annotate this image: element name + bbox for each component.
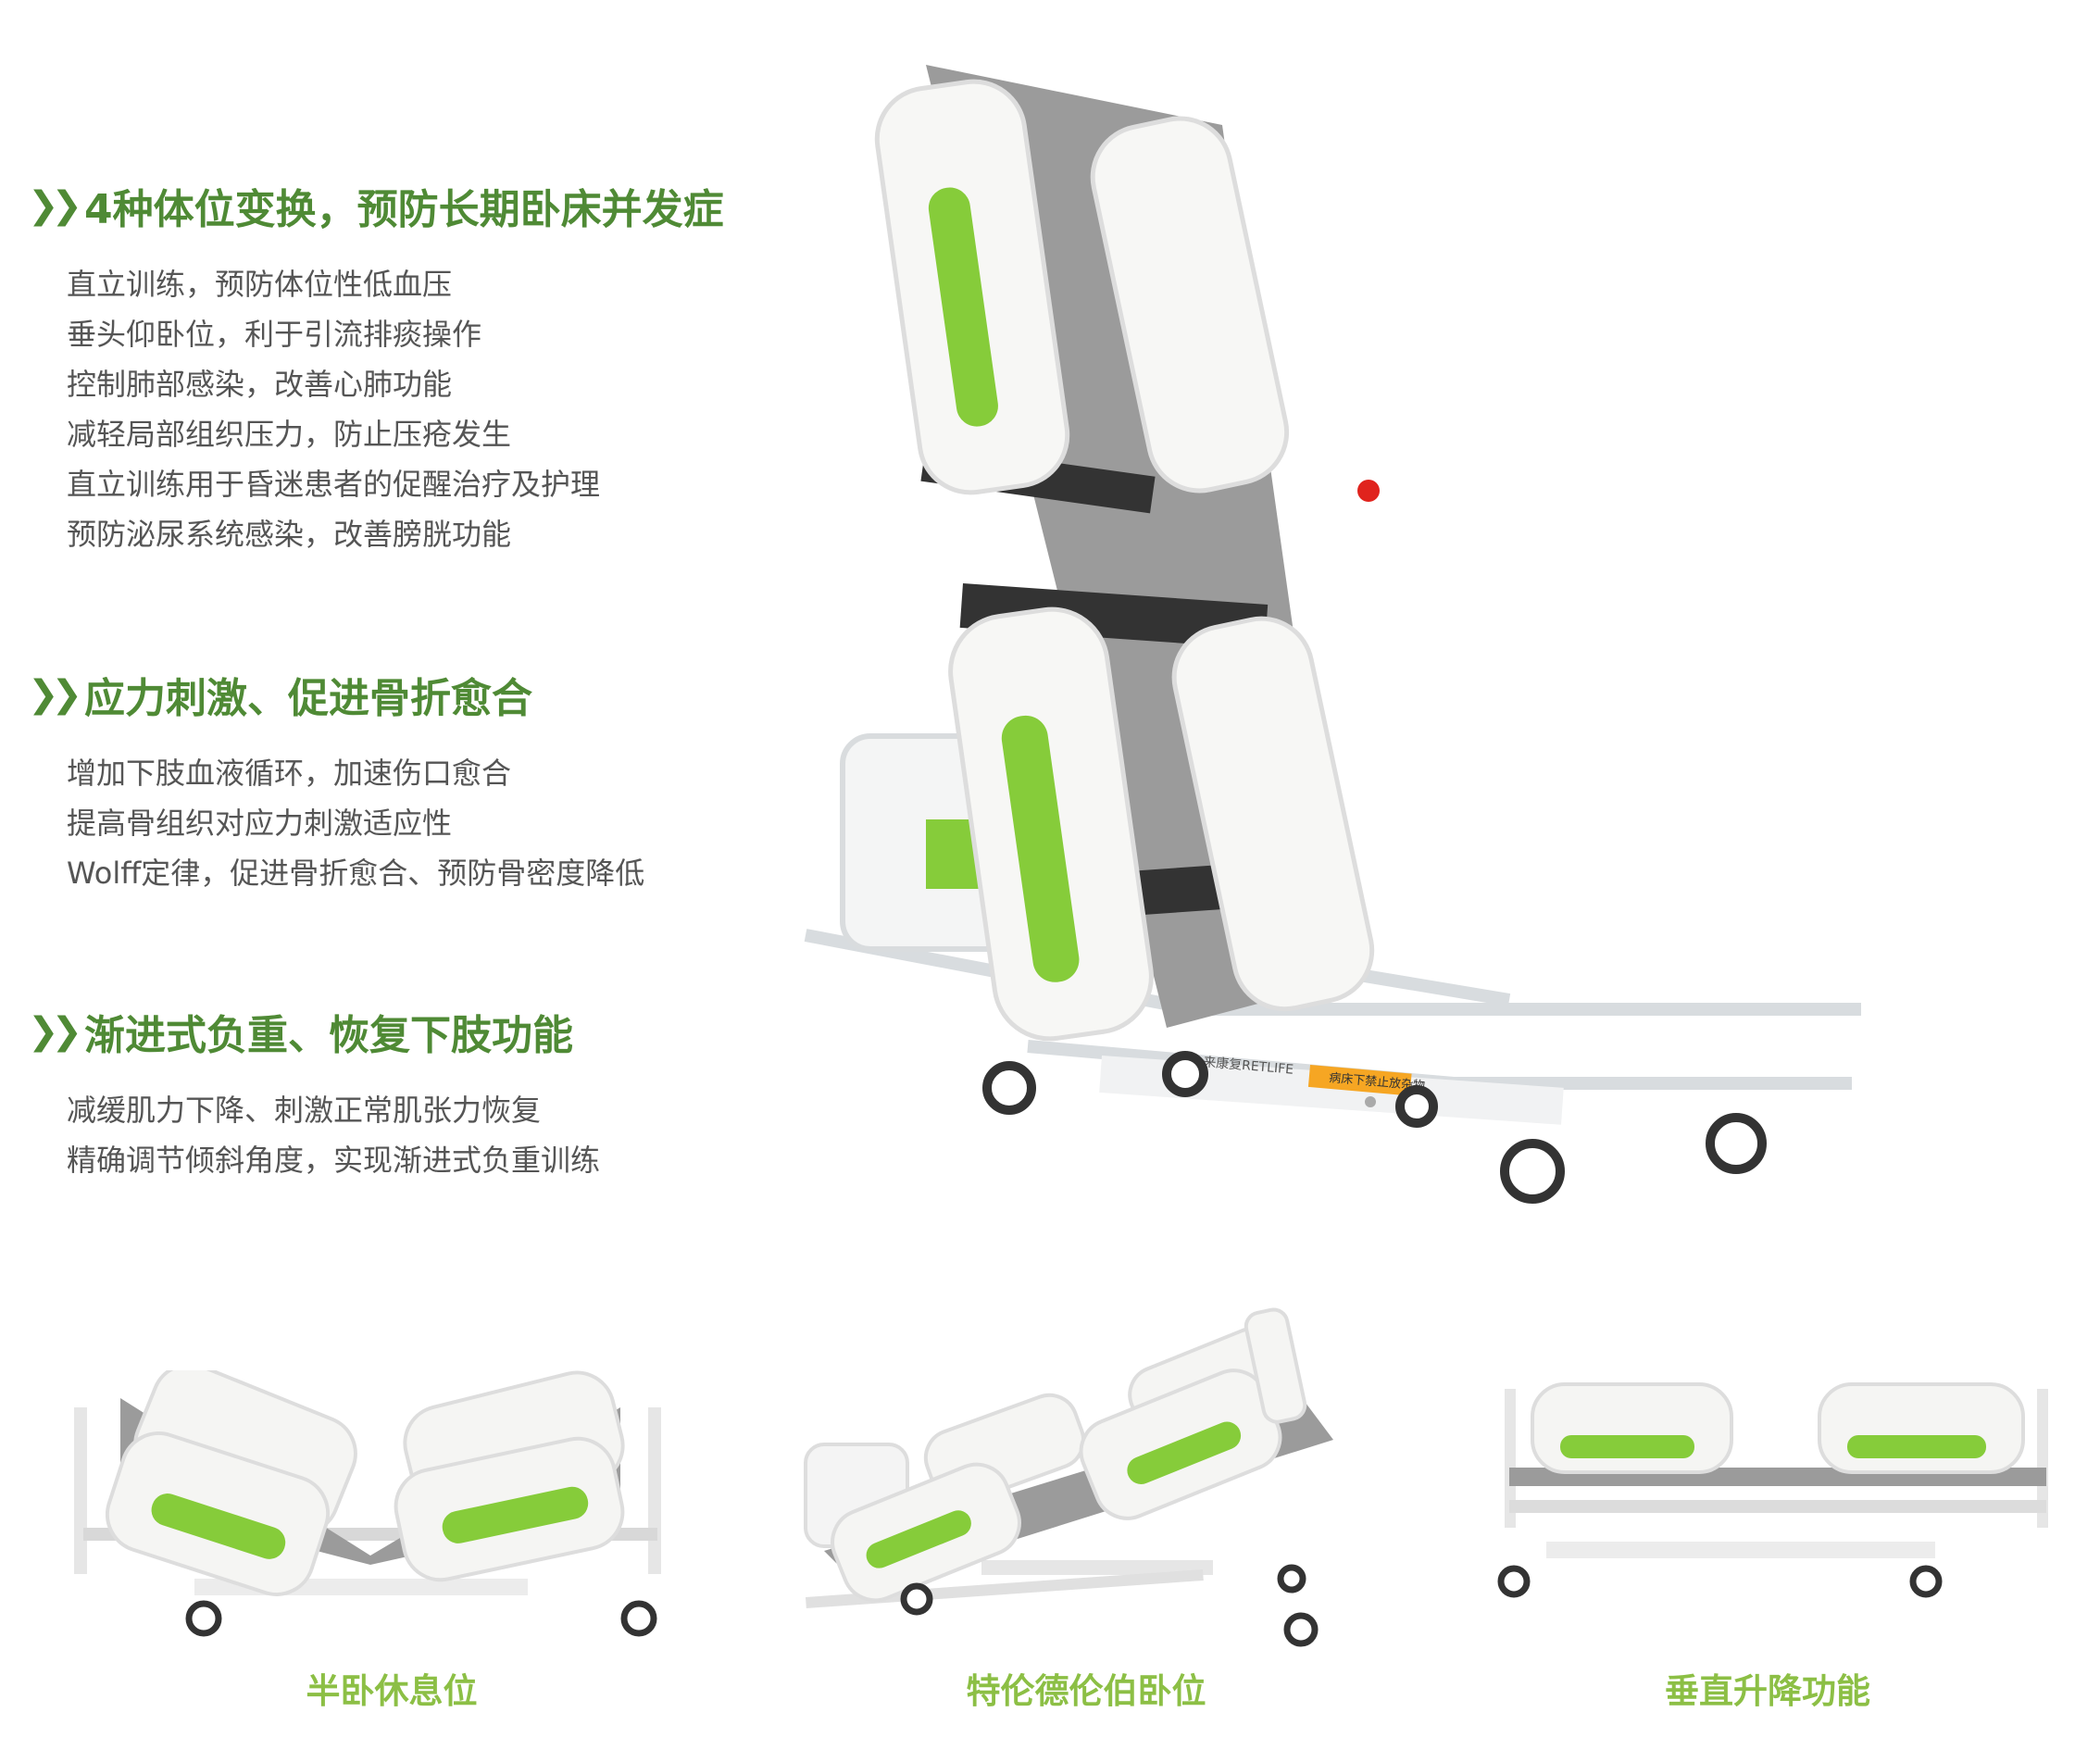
feature-section-fracture: ❯❯应力刺激、促进骨折愈合 增加下肢血液循环，加速伤口愈合 提高骨组织对应力刺激… [28,665,644,898]
list-item: 精确调节倾斜角度，实现渐进式负重训练 [67,1143,601,1178]
feature-section-weight-bearing: ❯❯渐进式负重、恢复下肢功能 减缓肌力下降、刺激正常肌张力恢复 精确调节倾斜角度… [28,1002,600,1185]
list-item: Wolff定律，促进骨折愈合、预防骨密度降低 [67,856,645,891]
feature-list: 增加下肢血液循环，加速伤口愈合 提高骨组织对应力刺激适应性 Wolff定律，促进… [67,748,644,898]
list-item: 减缓肌力下降、刺激正常肌张力恢复 [67,1093,542,1128]
list-item: 减轻局部组织压力，防止压疮发生 [67,417,512,452]
feature-list: 直立训练，预防体位性低血压 垂头仰卧位，利于引流排痰操作 控制肺部感染，改善心肺… [67,259,724,559]
list-item: 提高骨组织对应力刺激适应性 [67,806,453,841]
section-heading: 渐进式负重、恢复下肢功能 [84,1012,574,1059]
list-item: 垂头仰卧位，利于引流排痰操作 [67,317,482,352]
feature-list: 减缓肌力下降、刺激正常肌张力恢复 精确调节倾斜角度，实现渐进式负重训练 [67,1085,600,1185]
list-item: 直立训练用于昏迷患者的促醒治疗及护理 [67,467,601,502]
list-item: 控制肺部感染，改善心肺功能 [67,367,453,402]
section-heading: 4种体位变换，预防长期卧床并发症 [84,186,724,233]
caption-semi-reclining: 半卧休息位 [306,1671,478,1711]
double-chevron-icon: ❯❯ [28,673,82,716]
double-chevron-icon: ❯❯ [28,1010,82,1053]
caption-trendelenburg: 特伦德伦伯卧位 [966,1671,1206,1711]
trendelenburg-bed-image [804,1307,1333,1647]
double-chevron-icon: ❯❯ [28,184,82,227]
tilt-bed-image: 人来康复RETLIFE 病床下禁止放杂物 [804,65,1861,1204]
list-item: 预防泌尿系统感染，改善膀胱功能 [67,517,512,552]
semi-reclining-bed-image [74,1370,661,1637]
section-heading: 应力刺激、促进骨折愈合 [84,675,533,722]
caption-height-adjustment: 垂直升降功能 [1665,1671,1870,1711]
list-item: 增加下肢血液循环，加速伤口愈合 [67,756,512,791]
height-adjustment-bed-image [1497,1382,2048,1598]
list-item: 直立训练，预防体位性低血压 [67,267,453,302]
feature-section-positions: ❯❯4种体位变换，预防长期卧床并发症 直立训练，预防体位性低血压 垂头仰卧位，利… [28,176,724,559]
